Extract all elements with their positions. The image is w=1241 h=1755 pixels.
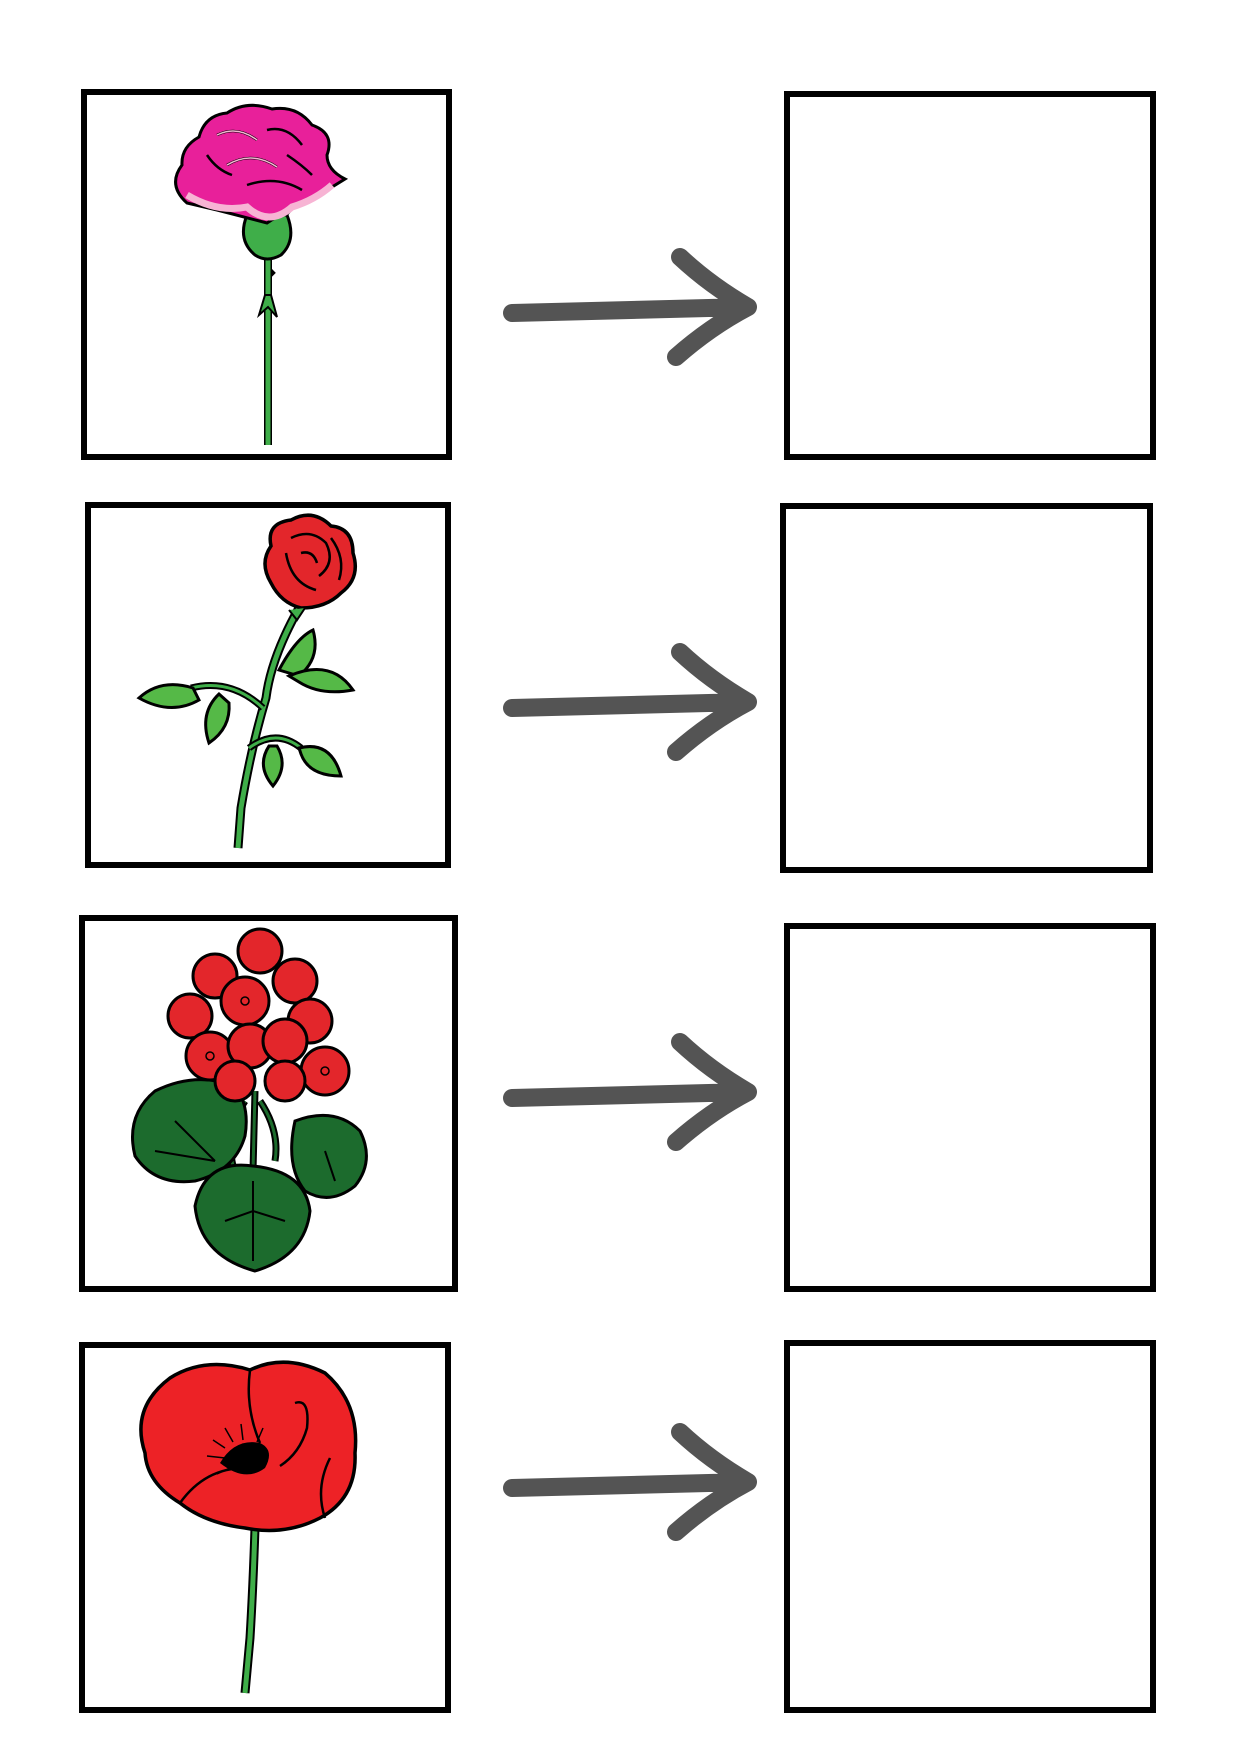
poppy-icon (139, 1360, 358, 1694)
answer-box-1[interactable] (784, 91, 1156, 460)
picture-box-rose (85, 502, 451, 868)
arrow-right-icon (503, 1033, 757, 1151)
arrow-right-icon (503, 643, 757, 761)
rose-icon (136, 513, 357, 849)
answer-box-2[interactable] (780, 503, 1153, 873)
arrow-right-icon (503, 1423, 757, 1541)
picture-box-poppy (79, 1342, 451, 1713)
carnation-icon (174, 103, 349, 445)
picture-box-carnation (81, 89, 452, 460)
answer-box-3[interactable] (784, 923, 1156, 1292)
answer-box-4[interactable] (784, 1340, 1156, 1713)
geranium-icon (131, 927, 368, 1273)
arrow-right-icon (503, 248, 757, 366)
picture-box-geranium (79, 915, 458, 1292)
